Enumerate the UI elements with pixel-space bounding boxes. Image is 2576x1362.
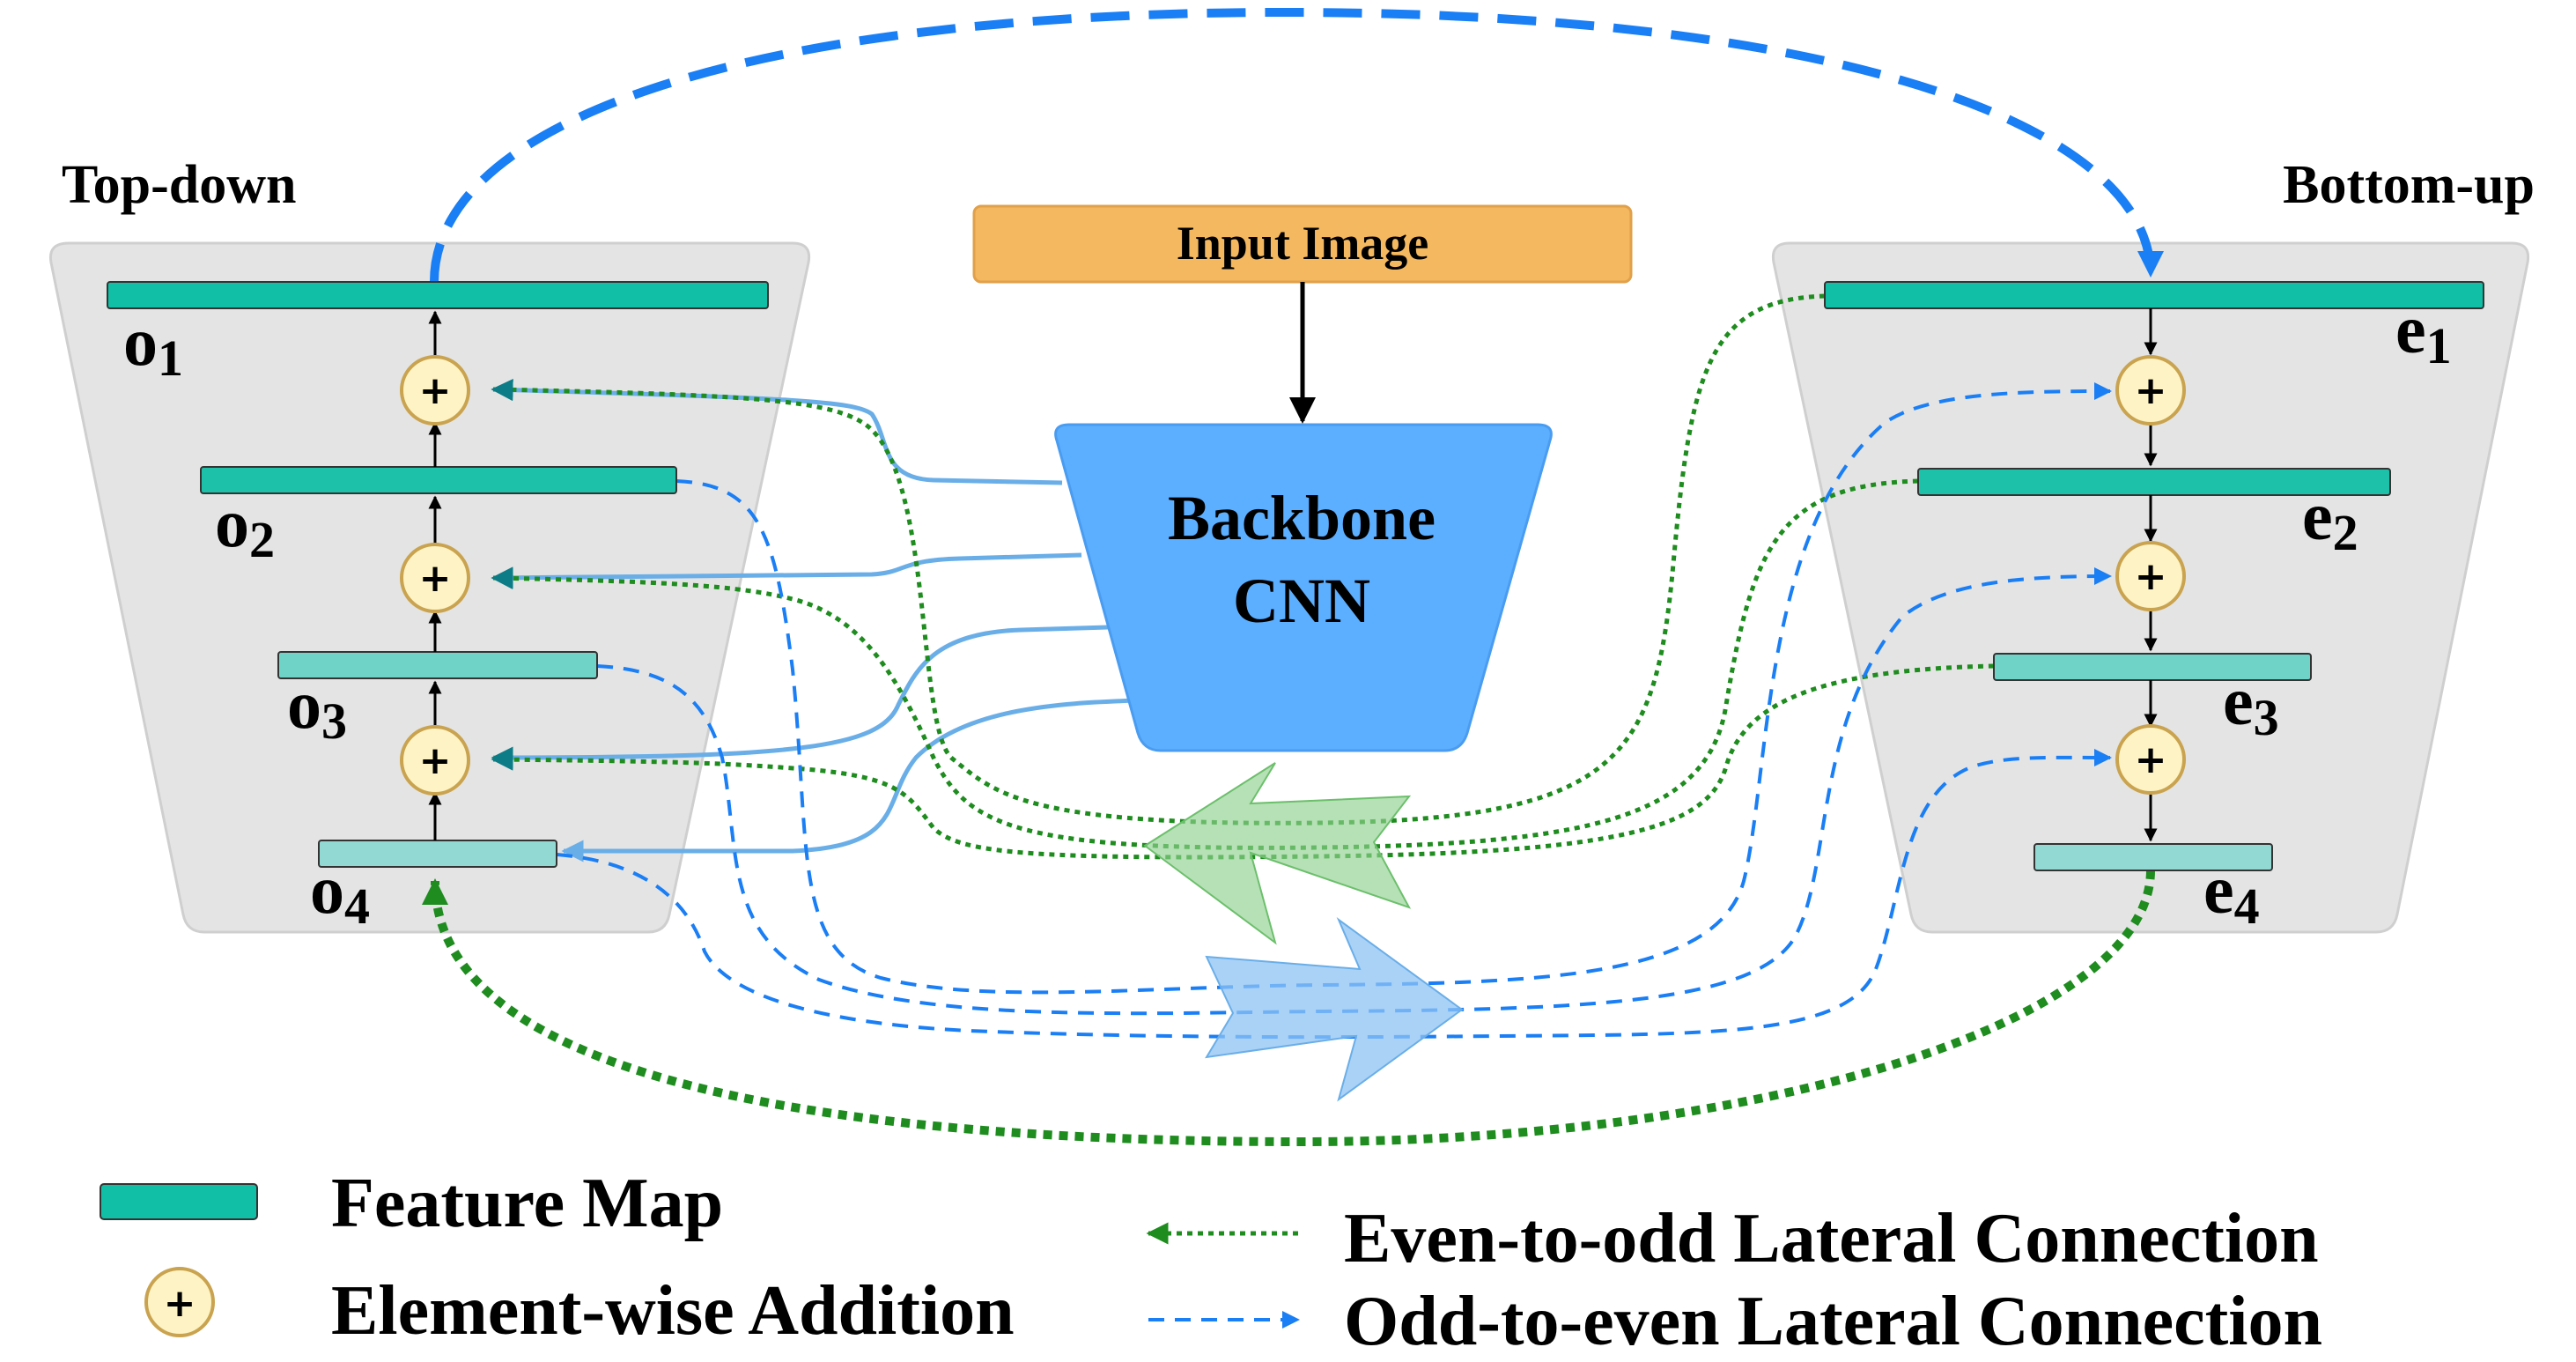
label-o2: o2	[215, 485, 275, 568]
label-o1-sub: 1	[158, 329, 183, 387]
backbone-to-adder-3-line	[491, 625, 1109, 769]
backbone-to-adder-1-line	[491, 379, 1063, 485]
label-o1-base: o	[123, 303, 158, 380]
feature-map-e4	[2033, 843, 2273, 871]
svg-text:o1: o1	[123, 303, 183, 387]
legend: Feature Map + Element-wise Addition Even…	[100, 1165, 2322, 1360]
odd-to-even-wide-arrow	[1205, 917, 1464, 1102]
td-adder-1-symbol: +	[419, 368, 452, 413]
legend-feature-map-label: Feature Map	[331, 1165, 723, 1242]
legend-even-to-odd-label: Even-to-odd Lateral Connection	[1344, 1200, 2319, 1277]
svg-text:e3: e3	[2223, 662, 2279, 746]
bu-adder-3: +	[2115, 724, 2186, 795]
feature-map-o2	[200, 466, 677, 494]
td-adder-2-symbol: +	[419, 556, 452, 601]
td-adder-3-symbol: +	[419, 738, 452, 783]
label-o4-sub: 4	[344, 877, 370, 935]
feature-map-o3	[277, 651, 598, 679]
label-o3: o3	[287, 666, 347, 750]
backbone-cnn-block	[1054, 423, 1553, 752]
feature-map-o4	[318, 840, 557, 868]
label-o3-base: o	[287, 666, 321, 743]
label-o4-base: o	[310, 851, 344, 928]
label-e3-sub: 3	[2254, 689, 2279, 746]
odd-to-even-o2-line	[675, 382, 2112, 995]
legend-odd-to-even-label: Odd-to-even Lateral Connection	[1344, 1283, 2322, 1360]
svg-text:o4: o4	[310, 851, 370, 935]
backbone-to-o4-line	[561, 698, 1137, 862]
even-to-odd-bottom-arc	[422, 870, 2155, 1147]
bu-adder-3-symbol: +	[2135, 737, 2167, 782]
feature-map-o1	[107, 281, 769, 309]
top-down-title: Top-down	[62, 155, 297, 215]
even-to-odd-wide-arrow	[1143, 762, 1412, 945]
odd-to-even-top-arc	[430, 7, 2164, 283]
bu-adder-1: +	[2115, 355, 2186, 426]
label-o3-sub: 3	[321, 692, 347, 750]
label-e1: e1	[2395, 291, 2452, 374]
feature-map-e2	[1917, 468, 2391, 496]
bottom-up-title: Bottom-up	[2283, 155, 2535, 215]
svg-text:e1: e1	[2395, 291, 2452, 374]
svg-text:o3: o3	[287, 666, 347, 750]
even-to-odd-e3-line	[491, 663, 1995, 860]
label-e4-base: e	[2203, 851, 2234, 928]
legend-adder-symbol: +	[164, 1281, 196, 1326]
label-e4-sub: 4	[2234, 877, 2260, 935]
label-e3: e3	[2223, 662, 2279, 746]
label-e1-base: e	[2395, 291, 2426, 367]
legend-feature-map-swatch	[100, 1183, 258, 1220]
label-o2-base: o	[215, 485, 249, 561]
label-o4: o4	[310, 851, 370, 935]
svg-text:e2: e2	[2302, 477, 2358, 561]
label-o1: o1	[123, 303, 183, 387]
backbone-label-line1: Backbone	[1168, 483, 1436, 553]
svg-text:o2: o2	[215, 485, 275, 568]
td-adder-3: +	[400, 725, 470, 796]
odd-to-even-o3-line	[596, 567, 2112, 1016]
label-e4: e4	[2203, 851, 2260, 935]
label-e2-base: e	[2302, 477, 2333, 554]
feature-map-e3	[1993, 653, 2312, 681]
backbone-to-adder-2-line	[491, 552, 1082, 589]
input-image-label: Input Image	[1177, 217, 1429, 270]
label-o2-sub: 2	[249, 511, 275, 568]
bu-adder-1-symbol: +	[2135, 368, 2167, 413]
td-adder-1: +	[400, 355, 470, 426]
backbone-label-line2: CNN	[1233, 566, 1370, 636]
label-e2: e2	[2302, 477, 2358, 561]
label-e3-base: e	[2223, 662, 2254, 739]
legend-adder-swatch	[144, 1267, 215, 1337]
legend-adder-label: Element-wise Addition	[331, 1272, 1015, 1350]
bu-adder-2-symbol: +	[2135, 554, 2167, 599]
feature-map-e1	[1824, 281, 2484, 309]
bu-adder-2: +	[2115, 541, 2186, 611]
label-e1-sub: 1	[2426, 317, 2452, 374]
td-adder-2: +	[400, 543, 470, 613]
label-e2-sub: 2	[2333, 504, 2358, 561]
svg-text:e4: e4	[2203, 851, 2260, 935]
